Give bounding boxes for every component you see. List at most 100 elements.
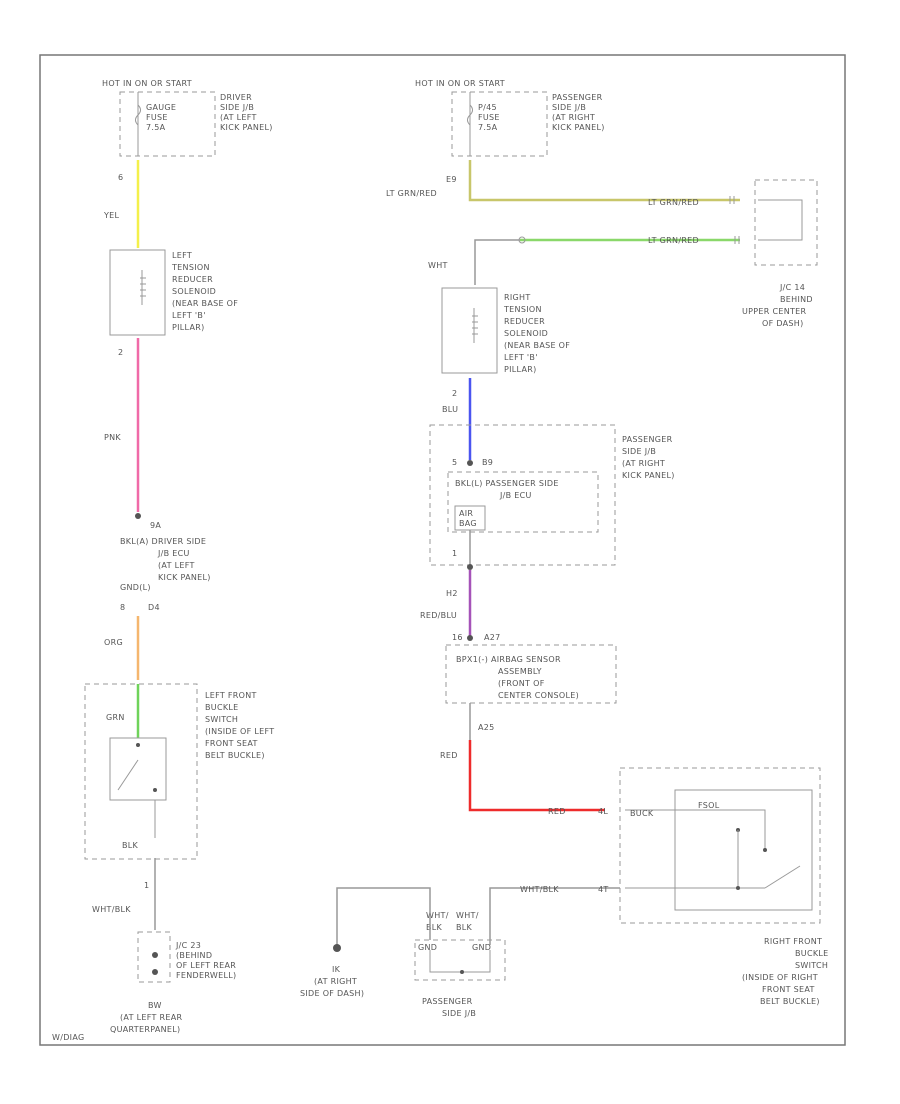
red-blu-label: RED/BLU: [420, 611, 457, 620]
pin-b9: B9: [482, 458, 493, 467]
red-right-label: RED: [548, 807, 566, 816]
red-label: RED: [440, 751, 458, 760]
grn-label: GRN: [106, 713, 125, 722]
pin-h2: H2: [446, 589, 458, 598]
left-solenoid-coil-icon: [140, 277, 146, 297]
driver-ecu-node: [135, 513, 141, 519]
hot-right-label: HOT IN ON OR START: [415, 79, 505, 88]
org-label: ORG: [104, 638, 123, 647]
jc23-node-b: [152, 969, 158, 975]
gnd-ll2-label: GND: [472, 943, 491, 952]
ground-mid-label: IK (AT RIGHT SIDE OF DASH): [300, 965, 364, 998]
pass-jb-bottom-label: PASSENGER SIDE J/B: [422, 997, 476, 1018]
pass-jb-mid-label: PASSENGER SIDE J/B (AT RIGHT KICK PANEL): [622, 435, 675, 480]
left-tension-label: LEFT TENSION REDUCER SOLENOID (NEAR BASE…: [171, 251, 241, 332]
pin-1b: 1: [452, 549, 457, 558]
driver-ecu-pin: 9A: [150, 521, 161, 530]
ground-ik-node: [333, 944, 341, 952]
ltgrn-red-wire-top: [468, 160, 740, 202]
sensor-label: BPX1(-) AIRBAG SENSOR ASSEMBLY (FRONT OF…: [456, 655, 579, 700]
ground-left-label: BW (AT LEFT REAR QUARTERPANEL): [110, 1001, 185, 1034]
right-switch-top-path: [675, 809, 766, 850]
yel-label: YEL: [103, 211, 120, 220]
pass-jb-top-box: [451, 91, 548, 157]
left-switch-contact-a: [136, 743, 140, 747]
right-tension-solenoid: [441, 287, 498, 374]
blk-left-label: BLK: [122, 841, 139, 850]
splice-icon: [518, 236, 526, 244]
diagram-frame: [39, 54, 846, 1046]
jc14-jumper: [758, 199, 803, 241]
pass-ecu-out-node: [467, 564, 473, 570]
pin-right-2: 2: [452, 389, 457, 398]
pin-left-top: 6: [118, 173, 123, 182]
driver-jb-label: DRIVER SIDE J/B (AT LEFT KICK PANEL): [220, 93, 273, 132]
jc14-label: J/C 14 BEHIND UPPER CENTER OF DASH): [742, 283, 816, 328]
bkl-pass-label: BKL(L) PASSENGER SIDE: [455, 479, 559, 488]
red-wire: [468, 740, 605, 812]
jb-ecu-label: J/B ECU: [499, 491, 532, 500]
buck-r-label: BUCK: [630, 809, 654, 818]
gnd-ll-label: GND: [418, 943, 437, 952]
wht-blk-wire-right: [489, 887, 620, 945]
lt-grn-red-label-3: LT GRN/RED: [648, 236, 699, 245]
pass-jb-top-label: PASSENGER SIDE J/B (AT RIGHT KICK PANEL): [552, 93, 605, 132]
right-fuse-icon: [467, 104, 473, 126]
left-buckle-label: LEFT FRONT BUCKLE SWITCH (INSIDE OF LEFT…: [205, 691, 277, 760]
sensor-node: [467, 635, 473, 641]
driver-ecu-label: BKL(A) DRIVER SIDE J/B ECU (AT LEFT KICK…: [120, 537, 211, 582]
left-switch-contact-b: [153, 788, 157, 792]
pin-8: 8: [120, 603, 125, 612]
fsol-label: FSOL: [698, 801, 720, 810]
pass-jb-bottom-node: [460, 970, 464, 974]
air-bag-label: AIR BAG: [459, 509, 477, 528]
pass-jb-bottom-jumper: [429, 950, 491, 973]
right-switch-icon: [764, 865, 801, 889]
right-switch-contact-a: [763, 848, 767, 852]
pin-a25: A25: [478, 723, 495, 732]
wht-label: WHT: [428, 261, 448, 270]
jc23-label: J/C 23 (BEHIND OF LEFT REAR FENDERWELL): [175, 941, 239, 980]
connector-icon: [729, 196, 735, 204]
hot-left-label: HOT IN ON OR START: [102, 79, 192, 88]
sensor-box: [445, 644, 617, 704]
pin-left-2: 2: [118, 348, 123, 357]
pass-jb-mid-box: [429, 424, 616, 566]
right-fuse-label: P/45 FUSE 7.5A: [478, 103, 503, 132]
pin-1: 1: [144, 881, 149, 890]
left-tension-solenoid: [109, 249, 166, 336]
pin-16: 16: [452, 633, 463, 642]
lt-grn-red-label: LT GRN/RED: [386, 189, 437, 198]
jc23-node-a: [152, 952, 158, 958]
right-switch-contact-b: [736, 886, 740, 890]
pass-ecu-inner-box: [447, 471, 599, 533]
right-solenoid-coil-icon: [472, 315, 478, 335]
left-switch-icon: [117, 759, 139, 791]
pin-d4: D4: [148, 603, 160, 612]
lt-grn-red-label-2: LT GRN/RED: [648, 198, 699, 207]
left-switch-body: [109, 737, 167, 801]
right-buckle-label: RIGHT FRONT BUCKLE SWITCH (INSIDE OF RIG…: [742, 937, 831, 1006]
pin-4t: 4T: [598, 885, 609, 894]
pin-5: 5: [452, 458, 457, 467]
pass-ecu-node: [467, 460, 473, 466]
ground-ik-wire: [336, 887, 431, 945]
jc14-box: [754, 179, 818, 266]
driver-jb-box: [119, 91, 216, 157]
gauge-fuse-icon: [135, 104, 141, 126]
gauge-fuse-label: GAUGE FUSE 7.5A: [146, 103, 179, 132]
pass-jb-bottom-box: [414, 939, 506, 981]
pnk-label: PNK: [104, 433, 121, 442]
pin-e9: E9: [446, 175, 457, 184]
footer-id: W/DIAG: [52, 1033, 84, 1042]
wht-wire: [474, 239, 520, 285]
right-buckle-box: [619, 767, 821, 924]
wht-blk-a-label: WHT/ BLK: [426, 911, 452, 932]
jc23-box: [137, 931, 171, 983]
blu-label: BLU: [442, 405, 458, 414]
left-buckle-box: [84, 683, 198, 860]
connector-icon-2: [734, 236, 740, 244]
wht-blk-left-label: WHT/BLK: [92, 905, 131, 914]
